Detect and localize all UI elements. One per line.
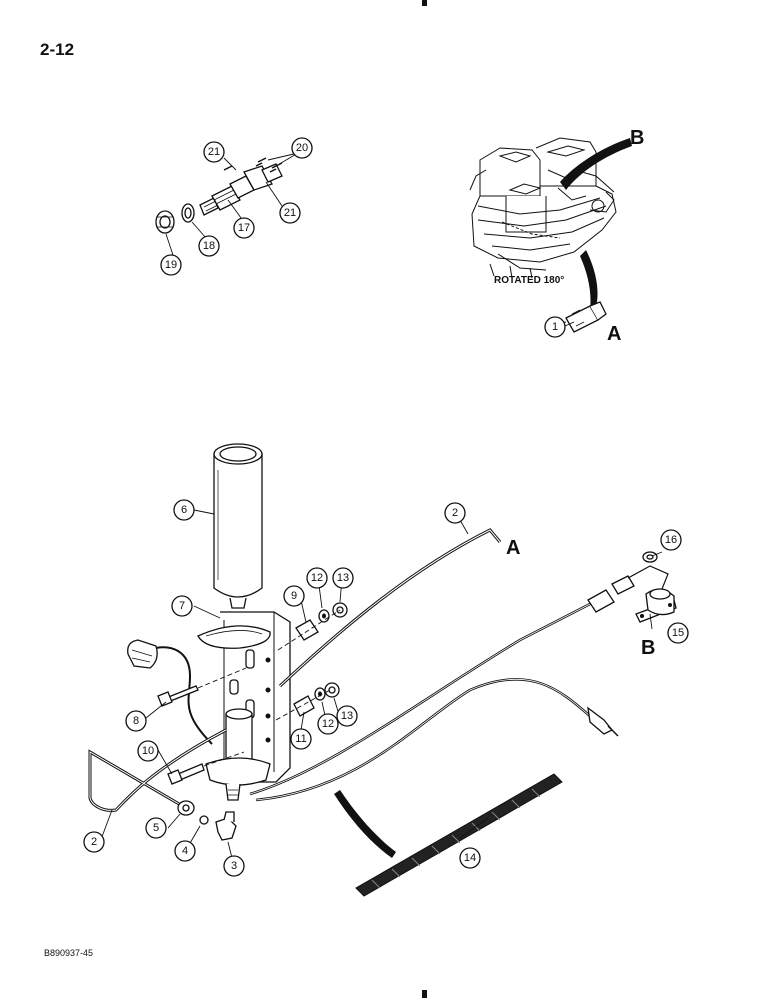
svg-text:5: 5 [153, 822, 159, 834]
sender-assembly [155, 152, 299, 259]
svg-text:18: 18 [203, 240, 215, 252]
callout-19: 19 [160, 254, 182, 276]
callout-1: 1 [544, 316, 566, 338]
pointer-arrow-a [580, 250, 598, 310]
letter-b-inset: B [630, 127, 644, 149]
callout-12-bottom: 12 [317, 713, 339, 735]
part-18-washer [181, 203, 195, 223]
callout-16: 16 [660, 529, 682, 551]
callout-3: 3 [223, 855, 245, 877]
svg-text:13: 13 [337, 572, 349, 584]
svg-text:14: 14 [464, 852, 476, 864]
callout-6: 6 [173, 499, 195, 521]
svg-text:2: 2 [91, 836, 97, 848]
top-page-mark [422, 0, 427, 6]
callout-4: 4 [174, 840, 196, 862]
callout-14: 14 [459, 847, 481, 869]
lower-mount-hardware [275, 682, 340, 721]
svg-text:16: 16 [665, 534, 677, 546]
callout-5: 5 [145, 817, 167, 839]
svg-text:21: 21 [208, 146, 220, 158]
pointer-arrow-b [560, 138, 632, 190]
callout-17: 17 [233, 217, 255, 239]
part-8-bolt [157, 667, 247, 707]
svg-text:21: 21 [284, 207, 296, 219]
part-5-nut [177, 800, 195, 816]
callout-10: 10 [137, 740, 159, 762]
callout-21-top: 21 [203, 141, 225, 163]
upper-mount-hardware [277, 602, 348, 651]
callout-20: 20 [291, 137, 313, 159]
callout-11: 11 [290, 728, 312, 750]
svg-text:13: 13 [341, 710, 353, 722]
svg-text:15: 15 [672, 627, 684, 639]
callout-13-bottom: 13 [336, 705, 358, 727]
page-number: 2-12 [40, 40, 75, 59]
callout-2-bottom: 2 [83, 831, 105, 853]
part-17-sender [199, 175, 255, 216]
svg-text:4: 4 [182, 845, 188, 857]
callout-7: 7 [171, 595, 193, 617]
callout-15: 15 [667, 622, 689, 644]
svg-text:7: 7 [179, 600, 185, 612]
bottom-page-mark [422, 990, 427, 998]
svg-text:17: 17 [238, 222, 250, 234]
part-1-fitting [565, 301, 607, 333]
svg-text:19: 19 [165, 259, 177, 271]
svg-text:12: 12 [322, 718, 334, 730]
part-19-nut [155, 210, 175, 234]
svg-text:20: 20 [296, 142, 308, 154]
callout-8: 8 [125, 710, 147, 732]
svg-text:3: 3 [231, 860, 237, 872]
letter-a-hose: A [506, 537, 520, 559]
part-15-switch [635, 588, 677, 623]
part-14-conduit [334, 773, 563, 897]
engine-inset: ROTATED 180° [469, 137, 632, 333]
part-16-nut [642, 551, 658, 563]
filter-assembly [88, 321, 677, 897]
svg-text:9: 9 [291, 590, 297, 602]
callout-2-top: 2 [444, 502, 466, 524]
letter-b-switch: B [641, 637, 655, 659]
callout-18: 18 [198, 235, 220, 257]
callout-12-top: 12 [306, 567, 328, 589]
svg-text:1: 1 [552, 321, 558, 333]
harness-wires [249, 602, 619, 802]
part-6-canister [213, 443, 263, 609]
part-2-hoses [88, 528, 502, 812]
callout-9: 9 [283, 585, 305, 607]
svg-text:11: 11 [295, 733, 306, 745]
rotation-note: ROTATED 180° [494, 275, 564, 286]
part-4-oring [199, 815, 209, 825]
svg-text:6: 6 [181, 504, 187, 516]
figure-code: B890937-45 [44, 948, 94, 958]
svg-text:12: 12 [311, 572, 323, 584]
callout-13-top: 13 [332, 567, 354, 589]
letter-a-inset: A [607, 323, 621, 345]
heater-pigtail [127, 639, 213, 745]
svg-text:8: 8 [133, 715, 139, 727]
callout-21-bottom: 21 [279, 202, 301, 224]
svg-text:10: 10 [142, 745, 154, 757]
part-21-plate [243, 163, 283, 191]
svg-text:2: 2 [452, 507, 458, 519]
filter-head [205, 708, 271, 801]
part-3-elbow [215, 811, 237, 841]
